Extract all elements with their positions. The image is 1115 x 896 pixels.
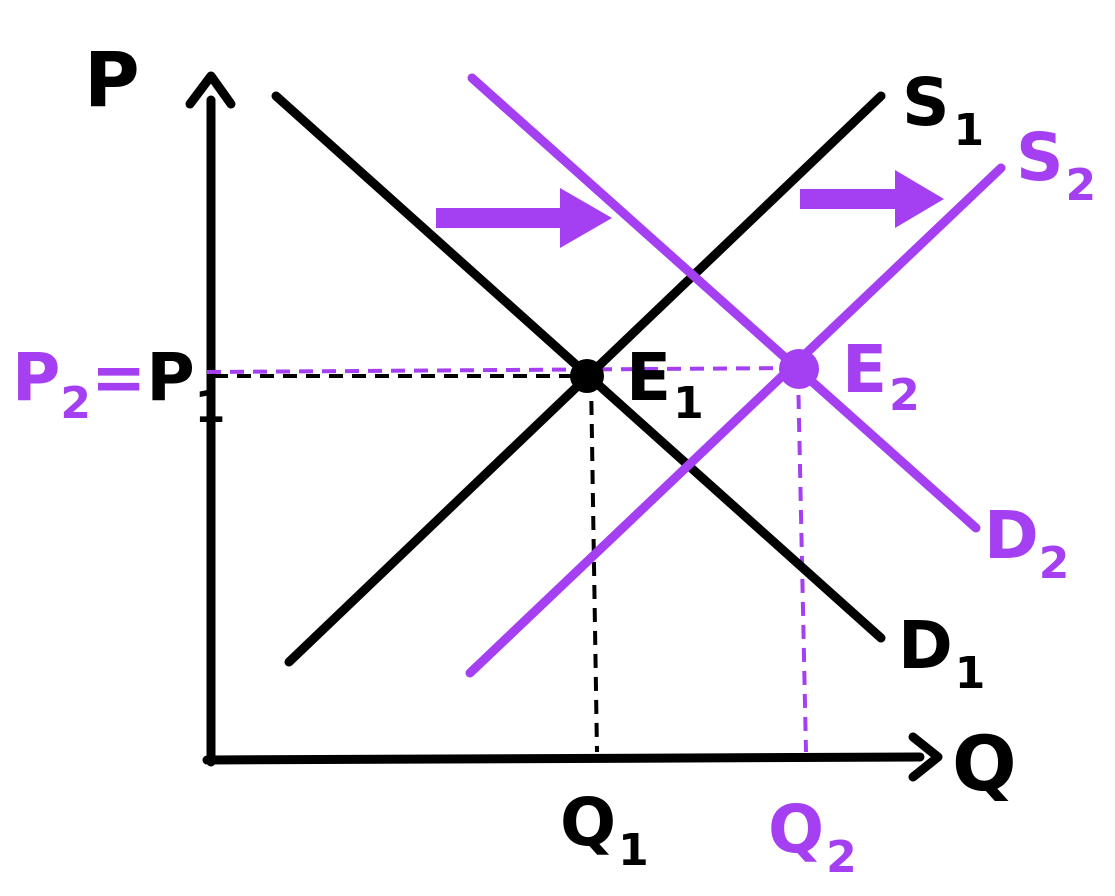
q1-label: Q1 bbox=[560, 784, 649, 876]
supply-shift-arrow-icon bbox=[800, 170, 944, 228]
s1-label: S1 bbox=[902, 64, 984, 156]
x-axis-label: Q bbox=[952, 719, 1017, 808]
demand-curve-d2 bbox=[467, 73, 981, 533]
supply-curve-s2 bbox=[465, 163, 1006, 678]
s2-label: S2 bbox=[1016, 119, 1096, 211]
y-axis-label: P bbox=[84, 35, 140, 124]
y-axis-arrowhead bbox=[185, 71, 236, 109]
guide-lines bbox=[206, 366, 808, 753]
demand-shift-arrow-icon bbox=[436, 188, 612, 248]
d1-label: D1 bbox=[898, 607, 985, 699]
equilibrium-point-e2 bbox=[779, 349, 819, 389]
price-label: P2=P1 bbox=[12, 339, 225, 433]
price-dashed-line-purple bbox=[206, 366, 801, 374]
d2-label: D2 bbox=[984, 497, 1069, 589]
e2-label: E2 bbox=[842, 331, 920, 421]
q1-dashed-line bbox=[589, 377, 599, 753]
x-axis bbox=[202, 752, 925, 765]
e1-label: E1 bbox=[626, 339, 704, 429]
equilibrium-point-e1 bbox=[570, 359, 604, 393]
q2-label: Q2 bbox=[768, 791, 857, 883]
axes bbox=[185, 71, 943, 782]
x-axis-arrowhead bbox=[908, 732, 943, 782]
